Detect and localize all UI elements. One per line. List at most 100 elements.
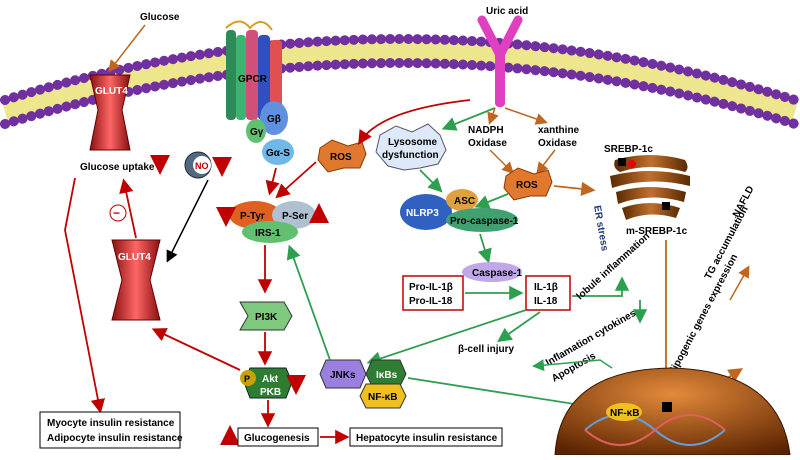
il1b-label: IL-1β bbox=[534, 282, 558, 293]
jnks-to-irs-arrow bbox=[286, 244, 331, 361]
irs1-complex: P-Tyr P-Ser IRS-1 bbox=[229, 201, 316, 243]
ros-to-inflammasome-arrow bbox=[474, 193, 509, 209]
ros-to-pser-arrow bbox=[275, 161, 317, 199]
g-beta-label: Gβ bbox=[267, 114, 281, 125]
g-alpha-label: Gα-S bbox=[266, 148, 290, 159]
xanthine-line2: Oxidase bbox=[538, 138, 577, 149]
nfkb-node bbox=[359, 383, 407, 409]
adipocyte-label: Adipocyte insulin resistance bbox=[47, 433, 183, 444]
procaspase-to-caspase-arrow bbox=[477, 233, 492, 264]
il-to-jnks-arrow bbox=[366, 309, 527, 366]
nlrp3-inflammasome: NLRP3 ASC Pro-caspase-1 bbox=[400, 189, 519, 232]
glucose-label: Glucose bbox=[140, 12, 180, 23]
xanthine-to-ros-arrow bbox=[536, 149, 556, 175]
ros-right-label: ROS bbox=[516, 180, 538, 191]
nucleus: NF-κB bbox=[554, 367, 791, 456]
nadph-to-ros-arrow bbox=[489, 149, 515, 175]
nfkb-label: NF-κB bbox=[368, 392, 397, 403]
uptake-to-myocyte-arrow bbox=[64, 177, 106, 414]
irs1-label: IRS-1 bbox=[255, 228, 281, 239]
er-stress-label: ER stress bbox=[591, 205, 610, 253]
m-srebp-label: m-SREBP-1c bbox=[626, 226, 688, 237]
gpcr-label: GPCR bbox=[238, 74, 268, 85]
er-organelle bbox=[610, 155, 690, 220]
jnks-node bbox=[319, 359, 367, 389]
nadph-line2: Oxidase bbox=[468, 138, 507, 149]
jnks-label: JNKs bbox=[330, 370, 356, 381]
nfkb-to-nucleus-arrow bbox=[407, 377, 604, 414]
il-to-lobule-arrow bbox=[572, 276, 630, 297]
uric-acid-label: Uric acid bbox=[486, 6, 528, 17]
pi3k-label: PI3K bbox=[255, 312, 278, 323]
uric-to-xanthine-arrow bbox=[504, 107, 548, 125]
uric-to-lysosome-arrow bbox=[441, 107, 496, 131]
pkb-label: PKB bbox=[260, 387, 281, 398]
asc-label: ASC bbox=[454, 196, 475, 207]
ros-left-burst bbox=[317, 139, 367, 173]
lipogenic-label: lipogenic genes expression bbox=[669, 252, 740, 373]
pro-il1b-label: Pro-IL-1β bbox=[409, 282, 453, 293]
hepatocyte-box bbox=[349, 427, 503, 447]
p-ser-label: P-Ser bbox=[282, 211, 308, 222]
inhibit-icon bbox=[109, 204, 127, 222]
il-to-betacell-arrow bbox=[497, 311, 541, 343]
akt-label: Akt bbox=[262, 374, 279, 385]
ros-left-label: ROS bbox=[330, 152, 352, 163]
myocyte-label: Myocyte insulin resistance bbox=[47, 418, 175, 429]
lysosome-burst bbox=[375, 123, 447, 171]
glucogenesis-box bbox=[237, 427, 319, 447]
uric-to-ros-arrow bbox=[358, 99, 471, 146]
ros-right-burst bbox=[503, 167, 553, 201]
gpcr-to-irs-arrow bbox=[265, 167, 280, 196]
beta-cell-label: β-cell injury bbox=[458, 344, 515, 355]
hepatocyte-label: Hepatocyte insulin resistance bbox=[356, 433, 498, 444]
glut4-transporter-top: GLUT4 bbox=[89, 74, 131, 151]
glut4-top-label: GLUT4 bbox=[95, 86, 128, 97]
apoptosis-to-betacell-arrow bbox=[532, 359, 613, 372]
pro-il-box bbox=[402, 275, 464, 311]
g-beta-subunit bbox=[260, 101, 288, 135]
ikbs-label: IκBs bbox=[376, 370, 398, 381]
no-icon: NO bbox=[184, 151, 212, 179]
no-to-glut4-arrow bbox=[166, 179, 209, 263]
glucose-arrow bbox=[108, 24, 146, 73]
srebp-label: SREBP-1c bbox=[604, 144, 653, 155]
minus-sign: − bbox=[113, 206, 120, 220]
lysosome-to-nlrp3-arrow bbox=[419, 169, 443, 193]
g-gamma-subunit bbox=[246, 119, 266, 143]
akt-to-glut4-arrow bbox=[151, 328, 241, 371]
g-gamma-label: Gγ bbox=[250, 127, 264, 138]
glut4-mid-label: GLUT4 bbox=[118, 252, 151, 263]
no-label: NO bbox=[195, 161, 209, 171]
p-tyr-label: P-Tyr bbox=[240, 211, 265, 222]
caspase-node bbox=[462, 262, 522, 282]
g-alpha-subunit bbox=[262, 139, 294, 165]
myocyte-box bbox=[39, 411, 181, 449]
nlrp3-label: NLRP3 bbox=[406, 208, 439, 219]
glucogenesis-label: Glucogenesis bbox=[244, 433, 310, 444]
gpcr-receptor: GPCR bbox=[225, 20, 282, 120]
glut4-transporter-mid: GLUT4 bbox=[111, 239, 161, 321]
akt-pkb-node: P Akt PKB bbox=[240, 367, 293, 399]
il-box bbox=[525, 275, 571, 311]
ros-to-er-arrow bbox=[553, 181, 596, 197]
caspase-label: Caspase-1 bbox=[472, 268, 522, 279]
phospho-label: P bbox=[244, 374, 250, 384]
uric-to-nadph-arrow bbox=[487, 107, 499, 125]
xanthine-line1: xanthine bbox=[538, 125, 580, 136]
pro-caspase-label: Pro-caspase-1 bbox=[450, 216, 519, 227]
tg-to-nafld-arrow bbox=[729, 265, 750, 301]
pi3k-node bbox=[239, 301, 293, 331]
lysosome-line1: Lysosome bbox=[388, 137, 438, 148]
il18-label: IL-18 bbox=[534, 296, 558, 307]
uric-acid-receptor bbox=[477, 15, 523, 107]
glut4-to-uptake-arrow bbox=[119, 178, 137, 239]
pro-il18-label: Pro-IL-18 bbox=[409, 296, 453, 307]
glucose-uptake-label: Glucose uptake bbox=[80, 162, 155, 173]
lysosome-line2: dysfunction bbox=[382, 150, 439, 161]
lobule-inflammation-label: lobule inflammation bbox=[575, 231, 653, 302]
nadph-line1: NADPH bbox=[468, 125, 504, 136]
nfkb-nucleus-label: NF-κB bbox=[610, 408, 639, 419]
